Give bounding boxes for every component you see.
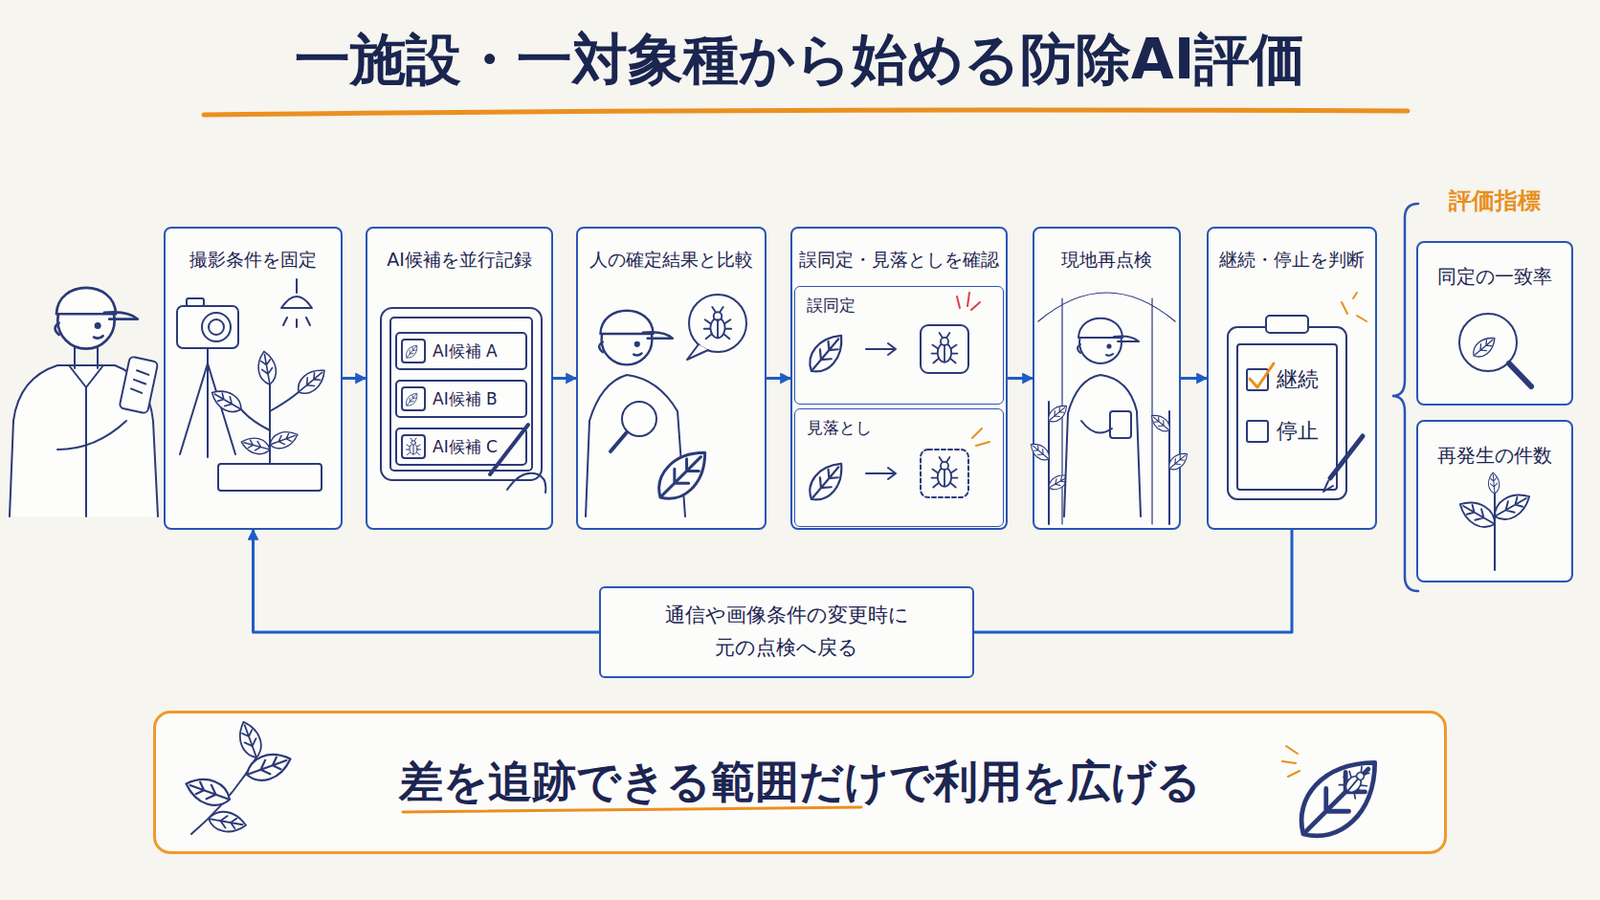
box-text: 継続・停止を判断 (1219, 247, 1365, 273)
box-text: AI候補を並行記録 (386, 247, 533, 273)
title-underline (203, 110, 1408, 115)
diagram-title: 一施設・一対象種から始める防除AI評価 (0, 22, 1600, 98)
box-text: 人の確定結果と比較 (589, 247, 754, 273)
metric-box: 再発生の件数 (1416, 420, 1574, 583)
checklist-item: 停止 (1276, 417, 1319, 446)
box-text: 誤同定 (806, 294, 856, 317)
flow-arrow (1180, 377, 1207, 380)
phone (119, 355, 159, 414)
box-text: 誤同定・見落としを確認 (799, 247, 1000, 273)
process-box: 撮影条件を固定 (163, 226, 343, 531)
worker-arm (57, 421, 127, 450)
worker-head (55, 288, 138, 350)
worker-body (9, 365, 158, 517)
flow-arrow (766, 377, 791, 380)
candidate-label: AI候補 B (432, 388, 498, 411)
box-text: 現地再点検 (1061, 247, 1153, 273)
feedback-box: 通信や画像条件の変更時に 元の点検へ戻る (599, 586, 975, 679)
checklist-item: 継続 (1276, 365, 1319, 395)
metric-box: 同定の一致率 (1416, 241, 1574, 406)
box-text: 撮影条件を固定 (189, 247, 317, 273)
phone-screen (130, 370, 149, 395)
box-text: 再発生の件数 (1437, 443, 1553, 469)
process-box: AI候補を並行記録 (365, 226, 554, 531)
section-heading: 評価指標 (1448, 185, 1541, 217)
box-text: 通信や画像条件の変更時に 元の点検へ戻る (628, 600, 945, 665)
flow-arrow (253, 530, 600, 633)
worker-collar (68, 365, 104, 517)
flow-arrow (974, 530, 1292, 633)
process-box: 現地再点検 (1032, 226, 1181, 531)
box-text: 差を追跡できる範囲だけで利用を広げる (399, 753, 1201, 813)
process-box: 人の確定結果と比較 (576, 226, 767, 531)
flow-arrow (1007, 377, 1033, 380)
worker-neck (74, 346, 98, 369)
case-box: 誤同定 (794, 286, 1004, 405)
box-text: 同定の一致率 (1437, 264, 1553, 290)
candidate-label: AI候補 A (432, 340, 498, 363)
box-text: 見落とし (806, 417, 872, 440)
case-box: 見落とし (794, 408, 1004, 528)
process-box: 誤同定・見落としを確認誤同定見落とし (790, 226, 1008, 531)
message-banner: 差を追跡できる範囲だけで利用を広げる (153, 711, 1447, 855)
flow-arrow (342, 377, 366, 380)
metric-bracket (1392, 203, 1419, 592)
flow-arrow (553, 377, 577, 380)
candidate-label: AI候補 C (432, 436, 498, 459)
